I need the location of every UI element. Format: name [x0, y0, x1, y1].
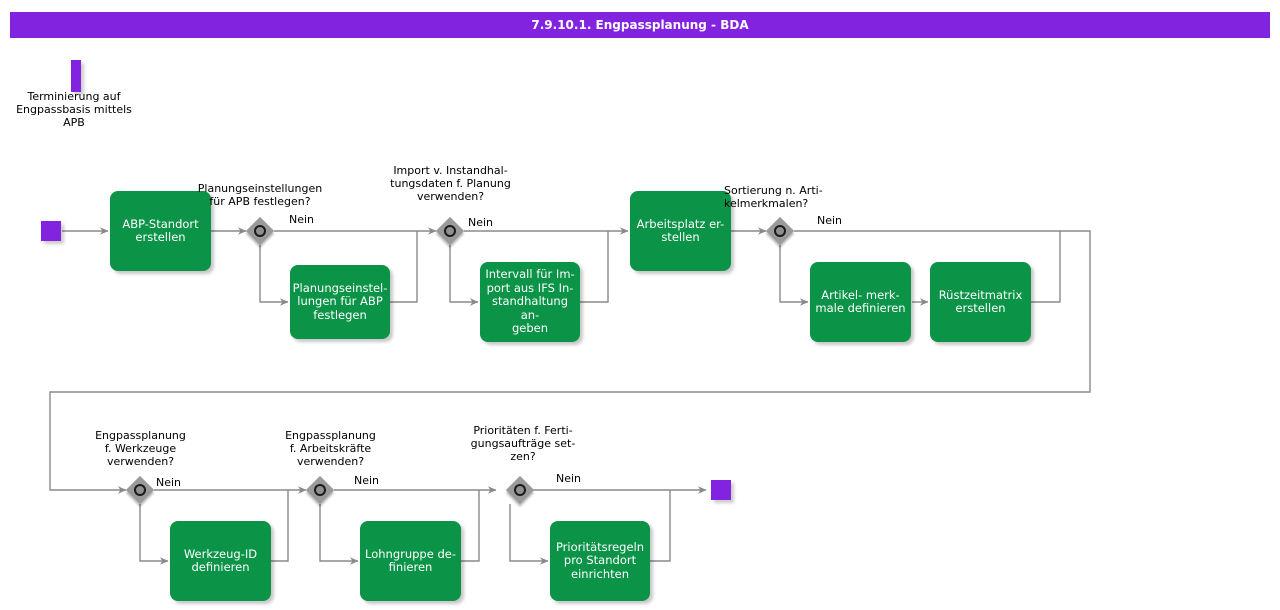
edge-ruest-rejoin: [1031, 231, 1061, 303]
edge-gw3-nein-wrap: [49, 230, 1091, 494]
edge-gw2-to-intervall: [449, 245, 479, 306]
edge-gw5-to-lohngruppe: [319, 504, 359, 565]
lane-marker: [71, 60, 81, 92]
task-label: Arbeitsplatz er- stellen: [636, 216, 725, 244]
gateway-question-import-instandhaltung: Import v. Instandhal- tungsdaten f. Plan…: [390, 164, 511, 203]
branch-flag-nein-1: Nein: [289, 213, 315, 226]
task-abp-standort-erstellen[interactable]: ABP-Standort erstellen: [110, 191, 211, 271]
task-artikelmerkmale-definieren[interactable]: Artikel- merk- male definieren: [810, 262, 911, 342]
task-label: Lohngruppe de- finieren: [365, 546, 456, 574]
task-label: Rüstzeitmatrix erstellen: [938, 287, 1023, 315]
task-arbeitsplatz-erstellen[interactable]: Arbeitsplatz er- stellen: [630, 191, 731, 271]
branch-flag-nein-4: Nein: [156, 476, 182, 489]
gateway-ring-icon: [514, 484, 526, 496]
gateway-engpass-arbeitskraefte[interactable]: [305, 475, 336, 506]
gateway-question-prioritaeten-fertigung: Prioritäten f. Ferti- gungsaufträge set-…: [470, 424, 576, 463]
branch-flag-nein-6: Nein: [556, 472, 582, 485]
annotation-text: Terminierung auf Engpassbasis mittels AP…: [16, 90, 132, 129]
task-label: ABP-Standort erstellen: [122, 216, 199, 244]
branch-flag-nein-5: Nein: [354, 474, 380, 487]
gateway-question-planungseinstellungen: Planungseinstellungen für APB festlegen?: [197, 182, 323, 208]
gateway-ring-icon: [134, 484, 146, 496]
gateway-question-sortierung-artikel: Sortierung n. Arti- kelmerkmalen?: [724, 184, 823, 210]
gateway-ring-icon: [774, 225, 786, 237]
task-prioritaetsregeln-standort[interactable]: Prioritätsregeln pro Standort einrichten: [550, 521, 650, 601]
page-title: 7.9.10.1. Engpassplanung - BDA: [531, 18, 749, 32]
gateway-planungseinstellungen[interactable]: [245, 216, 276, 247]
branch-flag-nein-2: Nein: [468, 216, 494, 229]
gateway-import-instandhaltung[interactable]: [435, 216, 466, 247]
task-label: Intervall für Im- port aus IFS In- stand…: [485, 267, 575, 336]
start-event[interactable]: [41, 221, 61, 241]
gateway-question-engpass-arbeitskraefte: Engpassplanung f. Arbeitskräfte verwende…: [285, 429, 376, 468]
task-label: Artikel- merk- male definieren: [815, 287, 906, 315]
task-label: Werkzeug-ID definieren: [183, 546, 258, 574]
task-label: Prioritätsregeln pro Standort einrichten: [555, 539, 645, 581]
gateway-question-engpass-werkzeuge: Engpassplanung f. Werkzeuge verwenden?: [95, 429, 186, 468]
title-bar: 7.9.10.1. Engpassplanung - BDA: [10, 12, 1270, 38]
edge-gw6-to-prio: [509, 504, 549, 565]
task-label: Planungseinstel- lungen für ABP festlege…: [292, 280, 388, 322]
gateway-ring-icon: [314, 484, 326, 496]
edge-intervall-rejoin: [580, 231, 609, 303]
edge-prio-rejoin: [650, 490, 671, 562]
edge-gw4-to-werkzeug: [139, 504, 169, 565]
gateway-engpass-werkzeuge[interactable]: [125, 475, 156, 506]
gateway-ring-icon: [444, 225, 456, 237]
branch-flag-nein-3: Nein: [817, 214, 843, 227]
task-intervall-import-ifs[interactable]: Intervall für Im- port aus IFS In- stand…: [480, 262, 580, 342]
edge-gw1-to-planung: [259, 245, 289, 306]
task-werkzeug-id-definieren[interactable]: Werkzeug-ID definieren: [170, 521, 271, 601]
task-ruestzeitmatrix-erstellen[interactable]: Rüstzeitmatrix erstellen: [930, 262, 1031, 342]
gateway-sortierung-artikel[interactable]: [765, 216, 796, 247]
edge-planung-rejoin: [390, 231, 418, 303]
end-event[interactable]: [711, 480, 731, 500]
gateway-prioritaeten-fertigung[interactable]: [505, 475, 536, 506]
edge-gw3-to-artikel: [779, 245, 809, 306]
edge-werkzeug-rejoin: [270, 490, 289, 562]
edge-lohngruppe-rejoin: [461, 490, 480, 562]
gateway-ring-icon: [254, 225, 266, 237]
task-lohngruppe-definieren[interactable]: Lohngruppe de- finieren: [360, 521, 461, 601]
task-planungseinstellungen-abp[interactable]: Planungseinstel- lungen für ABP festlege…: [290, 265, 390, 339]
